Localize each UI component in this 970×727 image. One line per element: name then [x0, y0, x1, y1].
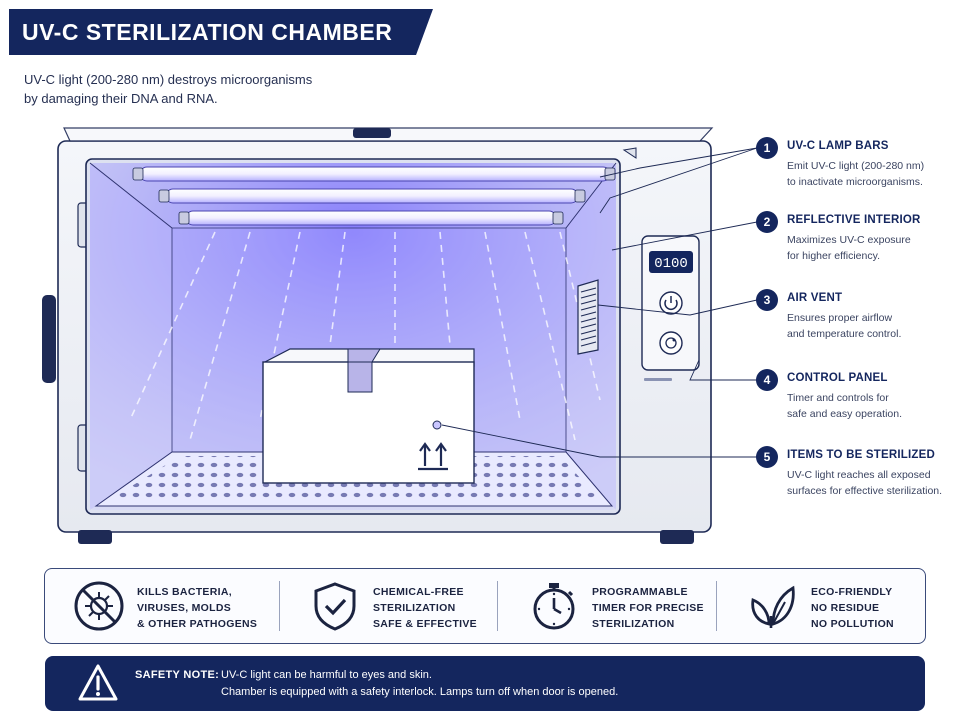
callout-desc-line: and temperature control.: [787, 328, 902, 340]
callout-desc-line: for higher efficiency.: [787, 250, 880, 262]
subtitle-line-1: UV-C light (200-280 nm) destroys microor…: [24, 72, 313, 87]
uv-icon: [665, 337, 677, 349]
callout-desc-line: Emit UV-C light (200-280 nm): [787, 160, 925, 172]
callout-description: Maximizes UV-C exposure for higher effic…: [787, 232, 967, 264]
shield-check-icon: [314, 582, 356, 631]
door-handle: [42, 295, 56, 383]
callout-number: 5: [756, 446, 778, 468]
uv-mode-button[interactable]: [659, 331, 683, 355]
uv-lamp-bars: [132, 166, 616, 226]
safety-text-line-1: UV-C light can be harmful to eyes and sk…: [221, 669, 432, 681]
feature-kills-pathogens: KILLS BACTERIA,VIRUSES, MOLDS& OTHER PAT…: [73, 569, 283, 643]
timer-display: [649, 251, 693, 273]
callout-desc-line: Ensures proper airflow: [787, 312, 893, 324]
this-way-up-icon: [418, 442, 448, 471]
callout-title: CONTROL PANEL: [787, 372, 888, 384]
feature-divider: [497, 581, 498, 631]
callout-description: Ensures proper airflow and temperature c…: [787, 310, 967, 342]
safety-note: SAFETY NOTE: UV-C light can be harmful t…: [45, 656, 925, 711]
features-panel: KILLS BACTERIA,VIRUSES, MOLDS& OTHER PAT…: [44, 568, 926, 644]
callout-desc-line: Timer and controls for: [787, 392, 889, 404]
timer-display-value: 0100: [654, 256, 688, 272]
air-vent: [577, 279, 599, 355]
callout-desc-line: to inactivate microorganisms.: [787, 176, 923, 188]
callout-description: Timer and controls for safe and easy ope…: [787, 390, 967, 422]
feature-divider: [716, 581, 717, 631]
callout-leaders: [441, 147, 758, 458]
callout-description: Emit UV-C light (200-280 nm) to inactiva…: [787, 158, 967, 190]
page-title: UV-C STERILIZATION CHAMBER: [22, 19, 393, 45]
callout-description: UV-C light reaches all exposed surfaces …: [787, 467, 967, 499]
callout-number: 3: [756, 289, 778, 311]
feature-label: KILLS BACTERIA,VIRUSES, MOLDS& OTHER PAT…: [137, 586, 258, 630]
callout-number: 4: [756, 369, 778, 391]
warning-icon: [78, 664, 118, 701]
inner-chamber: [85, 158, 621, 515]
title-banner: [9, 9, 433, 55]
leaf-icon: [751, 585, 795, 628]
callout-title: ITEMS TO BE STERILIZED: [787, 449, 935, 461]
stopwatch-icon: [533, 583, 575, 630]
callout-desc-line: UV-C light reaches all exposed: [787, 469, 931, 481]
safety-label: SAFETY NOTE:: [135, 669, 220, 681]
power-icon: [664, 299, 678, 310]
subtitle-line-2: by damaging their DNA and RNA.: [24, 91, 218, 106]
callout-title: AIR VENT: [787, 292, 843, 304]
callout-title: REFLECTIVE INTERIOR: [787, 214, 921, 226]
callout-desc-line: Maximizes UV-C exposure: [787, 234, 911, 246]
page-subtitle: UV-C light (200-280 nm) destroys microor…: [24, 70, 404, 108]
safety-text-line-2: Chamber is equipped with a safety interl…: [221, 686, 619, 698]
callout-number: 2: [756, 211, 778, 233]
callout-number: 1: [756, 137, 778, 159]
no-bacteria-icon: [74, 581, 124, 631]
control-panel: 0100: [641, 235, 700, 381]
sterilization-box: [262, 348, 475, 484]
callout-desc-line: safe and easy operation.: [787, 408, 902, 420]
feature-divider: [279, 581, 280, 631]
callout-desc-line: surfaces for effective sterilization.: [787, 485, 943, 497]
chamber-diagram: 0100: [42, 127, 758, 544]
callout-title: UV-C LAMP BARS: [787, 140, 889, 152]
